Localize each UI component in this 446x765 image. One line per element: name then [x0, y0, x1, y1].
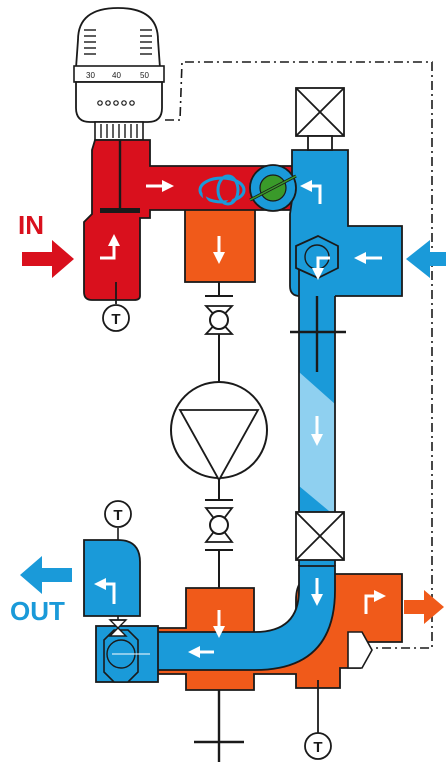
temperature-sensor-outlet: T: [104, 500, 132, 528]
mixing-valve: [249, 164, 297, 212]
return-inlet-arrow-icon: [406, 240, 446, 278]
sensor-label: T: [113, 507, 122, 524]
output-arrow-icon: [404, 590, 444, 624]
outlet-label: OUT: [10, 596, 65, 626]
scale-label-40: 40: [112, 71, 121, 80]
scale-label-50: 50: [140, 71, 149, 80]
outlet-arrow-icon: [20, 556, 72, 594]
thermostatic-head: 30 40 50: [73, 7, 165, 141]
inlet-arrow-icon: [22, 240, 74, 278]
temperature-sensor-inlet: T: [102, 282, 130, 332]
flow-arrow-curve-up-icon: [300, 180, 322, 204]
flow-arrow-curve-right-icon: [364, 590, 386, 614]
temperature-sensor-output: T: [304, 680, 332, 760]
flow-arrow-curve-up-icon: [94, 578, 116, 604]
pump-line: [170, 282, 268, 588]
sensor-label: T: [313, 739, 322, 756]
capillary-line: [165, 61, 433, 649]
inlet-label: IN: [18, 210, 44, 240]
hot-water-body: [83, 139, 296, 301]
outlet-box: [83, 528, 141, 637]
lower-shutoff-box: [295, 511, 345, 561]
return-pipe: [109, 565, 336, 671]
sensor-label: T: [111, 311, 120, 328]
upper-shutoff-box: [295, 87, 345, 151]
flow-arrow-curve-up-icon: [100, 234, 120, 260]
flow-arrow-curve-down-icon: [312, 256, 330, 280]
mixing-swirl-icon: [198, 174, 246, 208]
scale-label-30: 30: [86, 71, 95, 80]
